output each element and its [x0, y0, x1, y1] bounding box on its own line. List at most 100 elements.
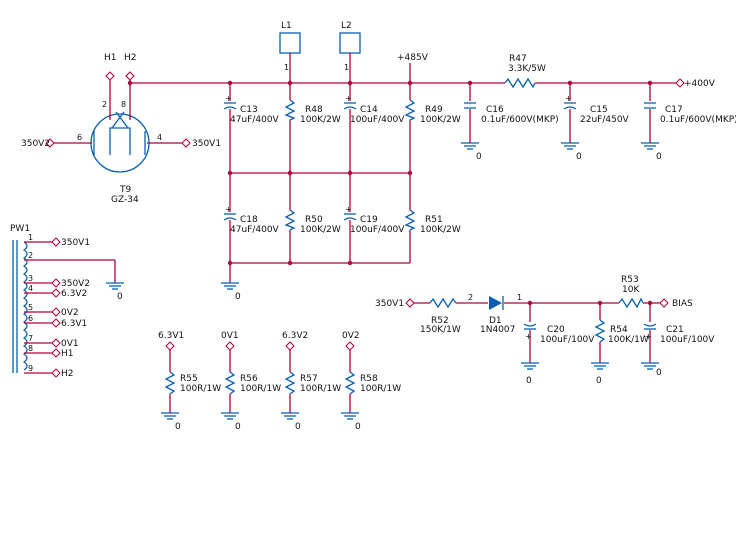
capacitor-c16: C16 0.1uF/600V(MKP) [464, 101, 559, 125]
svg-text:1: 1 [28, 233, 33, 242]
c14-value: 100uF/400V [350, 115, 405, 125]
net-label-350v2: 350V2 [21, 139, 50, 149]
c20-value: 100uF/100V [540, 335, 595, 345]
svg-text:0: 0 [117, 292, 123, 302]
c19-value: 100uF/400V [350, 225, 405, 235]
net-label-l1: L1 [281, 21, 292, 31]
r48-ref: R48 [305, 105, 323, 115]
c18-ref: C18 [240, 215, 258, 225]
r51-ref: R51 [425, 215, 443, 225]
c21-ref: C21 [666, 325, 684, 335]
port-bias [659, 298, 669, 308]
svg-text:0V1: 0V1 [221, 331, 239, 341]
c16-ref: C16 [486, 105, 504, 115]
r50-value: 100K/2W [300, 225, 341, 235]
svg-text:0: 0 [526, 376, 532, 386]
svg-text:0: 0 [656, 368, 662, 378]
net-label-485v: +485V [397, 53, 429, 63]
tube-ref: T9 [119, 185, 131, 195]
r50-ref: R50 [305, 215, 323, 225]
resistor-r47: R47 3.3K/5W [504, 54, 546, 89]
net-label-bias: BIAS [672, 299, 693, 309]
ground-c15: 0 [561, 142, 582, 162]
ground-bank: 0 [221, 263, 241, 302]
svg-text:+: + [225, 205, 232, 214]
heater-resistors: 6.3V1 R55 100R/1W 0 0V1 R56 100R/1W 0 6.… [158, 331, 401, 432]
svg-text:0V2: 0V2 [61, 308, 79, 318]
svg-text:0: 0 [576, 152, 582, 162]
c18-value: 47uF/400V [230, 225, 280, 235]
d1-pin-2: 2 [468, 293, 473, 302]
net-label-bias-350v1: 350V1 [375, 299, 404, 309]
svg-text:+: + [345, 205, 352, 214]
c17-value: 0.1uF/600V(MKP) [660, 115, 736, 125]
svg-text:0: 0 [235, 292, 241, 302]
ground-c17: 0 [641, 142, 662, 162]
port-400v [675, 78, 685, 88]
net-label-l2: L2 [341, 21, 352, 31]
tube-pin-6: 6 [77, 133, 82, 142]
r56-value: 100R/1W [240, 384, 281, 394]
c16-value: 0.1uF/600V(MKP) [481, 115, 559, 125]
svg-text:+: + [645, 332, 652, 341]
svg-text:+: + [525, 332, 532, 341]
d1-pin-1: 1 [517, 293, 522, 302]
svg-text:0: 0 [175, 422, 181, 432]
capacitor-c17: C17 0.1uF/600V(MKP) [644, 101, 736, 125]
connector-l2-pin: 1 [344, 63, 349, 72]
capacitor-c13: + C13 47uF/400V [223, 94, 280, 125]
port-h1 [105, 71, 115, 81]
r55-value: 100R/1W [180, 384, 221, 394]
tube-pin-2: 2 [102, 100, 107, 109]
net-label-h1: H1 [104, 53, 117, 63]
c13-value: 47uF/400V [230, 115, 280, 125]
r47-value: 3.3K/5W [508, 64, 546, 74]
svg-text:6.3V1: 6.3V1 [158, 331, 184, 341]
svg-text:3: 3 [28, 274, 33, 283]
svg-text:2: 2 [28, 251, 33, 260]
svg-text:0V1: 0V1 [61, 339, 79, 349]
capacitor-c18: + C18 47uF/400V [223, 205, 280, 235]
svg-text:6.3V1: 6.3V1 [61, 319, 87, 329]
resistor-r51: R51 100K/2W [404, 209, 461, 235]
pw1-ref: PW1 [10, 224, 30, 234]
port-h2 [125, 71, 135, 81]
connector-l2 [339, 32, 361, 54]
svg-text:0V2: 0V2 [342, 331, 360, 341]
svg-text:0: 0 [355, 422, 361, 432]
svg-text:9: 9 [28, 364, 33, 373]
svg-text:0: 0 [476, 152, 482, 162]
r52-value: 150K/1W [420, 325, 461, 335]
c21-value: 100uF/100V [660, 335, 715, 345]
svg-text:0: 0 [596, 376, 602, 386]
svg-text:+: + [225, 94, 232, 103]
svg-text:0: 0 [656, 152, 662, 162]
svg-text:0: 0 [235, 422, 241, 432]
r47-ref: R47 [509, 54, 527, 64]
svg-text:6.3V2: 6.3V2 [61, 289, 87, 299]
svg-text:5: 5 [28, 303, 33, 312]
port-350v2 [45, 138, 55, 148]
tube-pin-8: 8 [121, 100, 126, 109]
resistor-r48: R48 100K/2W [284, 99, 341, 125]
ground-c16: 0 [461, 142, 482, 162]
svg-text:4: 4 [28, 284, 33, 293]
power-transformer-pw1: PW1 1 2 3 4 5 6 7 8 9 350V1 350V2 6.3V2 … [10, 224, 124, 379]
svg-text:H2: H2 [61, 369, 74, 379]
resistor-r49: R49 100K/2W [404, 99, 461, 125]
tube-pin-4: 4 [157, 133, 162, 142]
bias-supply: 350V1 R52 150K/1W 2 1 D1 1N4007 + C20 10… [375, 275, 715, 386]
c17-ref: C17 [665, 105, 683, 115]
tube-value: GZ-34 [111, 195, 139, 205]
capacitor-c19: + C19 100uF/400V [343, 205, 405, 235]
r52-ref: R52 [431, 316, 449, 326]
resistor-r50: R50 100K/2W [284, 209, 341, 235]
svg-text:350V2: 350V2 [61, 279, 90, 289]
d1-value: 1N4007 [480, 325, 515, 335]
net-label-350v1: 350V1 [192, 139, 221, 149]
r56-ref: R56 [240, 374, 258, 384]
svg-text:0: 0 [295, 422, 301, 432]
connector-l1-pin: 1 [284, 63, 289, 72]
r58-ref: R58 [360, 374, 378, 384]
